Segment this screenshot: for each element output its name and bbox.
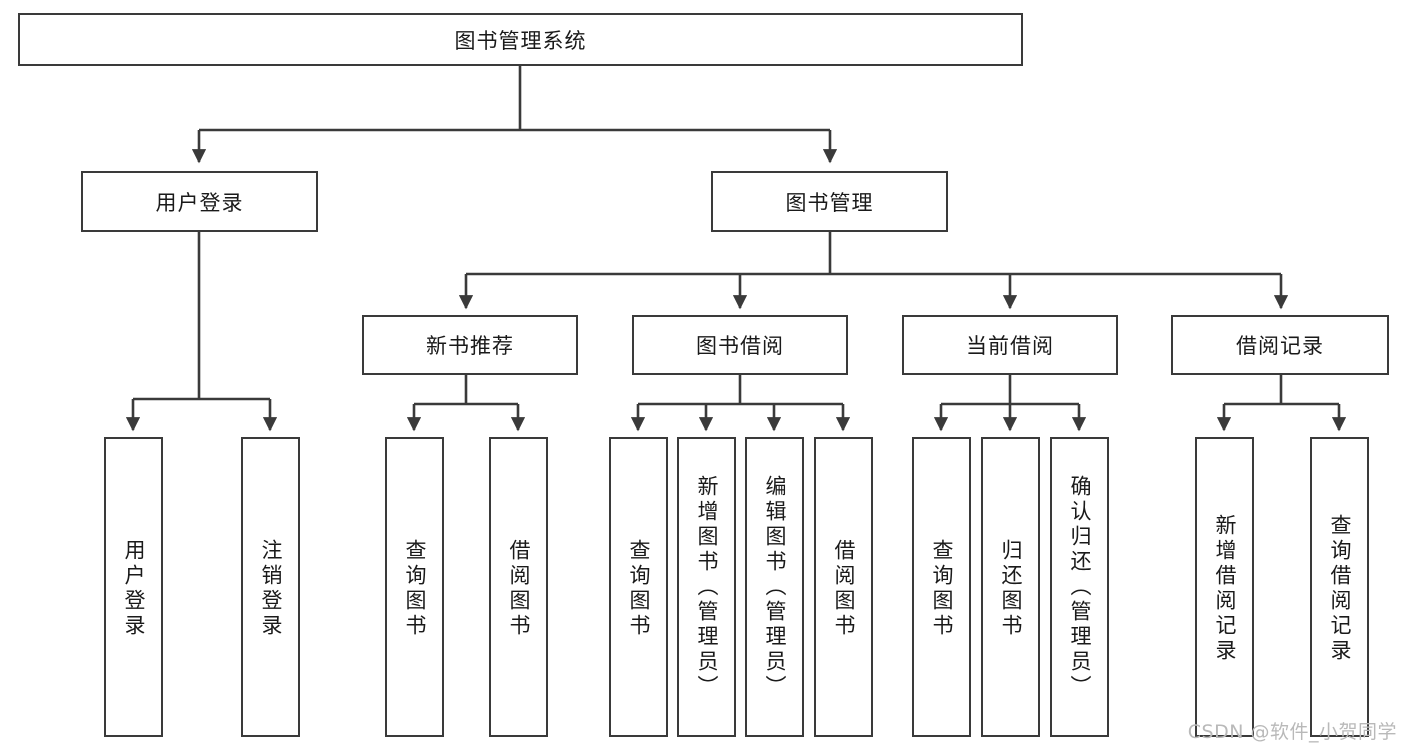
node-label: 归还图书 bbox=[999, 539, 1023, 639]
node-user-login[interactable]: 用户登录 bbox=[81, 171, 318, 232]
node-book-management[interactable]: 图书管理 bbox=[711, 171, 948, 232]
node-root-book-management-system[interactable]: 图书管理系统 bbox=[18, 13, 1023, 66]
node-label: 图书管理 bbox=[785, 190, 874, 215]
node-label: 新增借阅记录 bbox=[1213, 514, 1237, 664]
node-label: 图书借阅 bbox=[696, 334, 784, 358]
node-label: 图书管理系统 bbox=[454, 28, 587, 53]
node-label: 借阅记录 bbox=[1236, 334, 1324, 358]
leaf-add-borrow-record[interactable]: 新增借阅记录 bbox=[1195, 437, 1254, 737]
leaf-add-book-admin[interactable]: 新增图书（管理员） bbox=[677, 437, 736, 737]
node-label: 注销登录 bbox=[259, 539, 283, 639]
leaf-logout[interactable]: 注销登录 bbox=[241, 437, 300, 737]
node-label: 用户登录 bbox=[122, 539, 146, 639]
node-label: 查询图书 bbox=[930, 539, 954, 639]
node-label: 用户登录 bbox=[155, 190, 244, 215]
node-label: 借阅图书 bbox=[832, 539, 856, 639]
node-label: 借阅图书 bbox=[507, 539, 531, 639]
leaf-query-book-current[interactable]: 查询图书 bbox=[912, 437, 971, 737]
leaf-return-book[interactable]: 归还图书 bbox=[981, 437, 1040, 737]
node-current-borrow[interactable]: 当前借阅 bbox=[902, 315, 1118, 375]
leaf-edit-book-admin[interactable]: 编辑图书（管理员） bbox=[745, 437, 804, 737]
leaf-query-book-borrow[interactable]: 查询图书 bbox=[609, 437, 668, 737]
leaf-borrow-book-new[interactable]: 借阅图书 bbox=[489, 437, 548, 737]
node-label: 当前借阅 bbox=[966, 334, 1054, 358]
node-label: 查询图书 bbox=[627, 539, 651, 639]
leaf-confirm-return-admin[interactable]: 确认归还（管理员） bbox=[1050, 437, 1109, 737]
leaf-query-borrow-record[interactable]: 查询借阅记录 bbox=[1310, 437, 1369, 737]
node-label: 编辑图书（管理员） bbox=[763, 474, 787, 700]
node-borrow-record[interactable]: 借阅记录 bbox=[1171, 315, 1389, 375]
node-book-borrow[interactable]: 图书借阅 bbox=[632, 315, 848, 375]
leaf-user-login[interactable]: 用户登录 bbox=[104, 437, 163, 737]
node-label: 查询借阅记录 bbox=[1328, 514, 1352, 664]
node-label: 确认归还（管理员） bbox=[1068, 474, 1092, 700]
node-label: 新增图书（管理员） bbox=[695, 474, 719, 700]
node-label: 新书推荐 bbox=[426, 334, 514, 358]
watermark-text: CSDN @软件_小贺同学 bbox=[1187, 721, 1397, 743]
node-label: 查询图书 bbox=[403, 539, 427, 639]
leaf-query-book-new[interactable]: 查询图书 bbox=[385, 437, 444, 737]
leaf-borrow-book[interactable]: 借阅图书 bbox=[814, 437, 873, 737]
node-new-book-recommend[interactable]: 新书推荐 bbox=[362, 315, 578, 375]
